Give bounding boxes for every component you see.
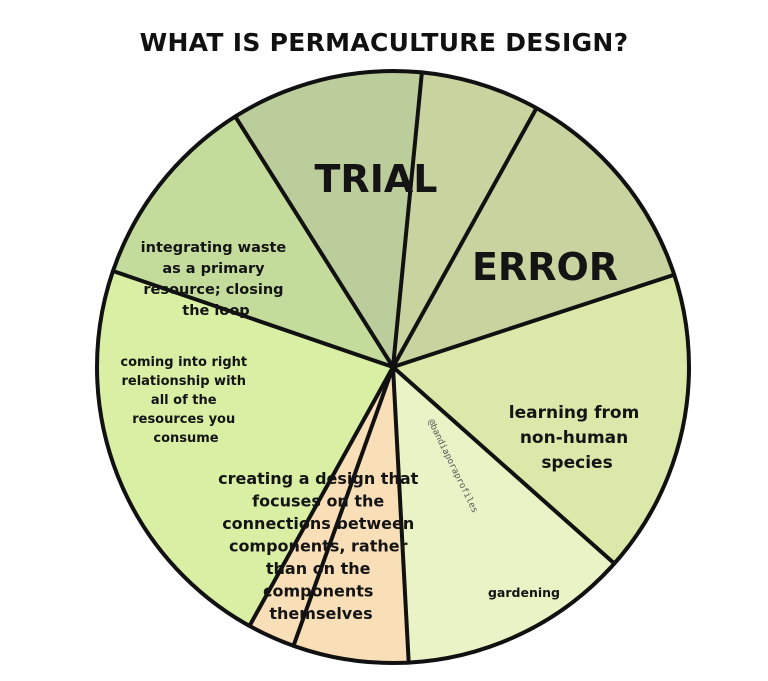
pie-slice-7 bbox=[235, 70, 422, 368]
slice-label-trial: TRIAL bbox=[315, 157, 438, 201]
slice-label-learning: learning from non-human species bbox=[509, 403, 645, 473]
pie-slice-6 bbox=[112, 116, 394, 367]
slice-label-integrating-waste: integrating waste as a primary resource;… bbox=[141, 240, 292, 319]
pie-slice-5 bbox=[96, 271, 394, 626]
slice-divider-6 bbox=[110, 269, 395, 369]
slice-divider-7 bbox=[233, 114, 395, 369]
pie-slice-8 bbox=[393, 72, 537, 367]
slice-divider-4 bbox=[291, 365, 395, 648]
slice-divider-3 bbox=[391, 365, 411, 665]
slice-divider-0 bbox=[391, 106, 539, 369]
pie-outline bbox=[95, 69, 691, 665]
slice-divider-2 bbox=[391, 365, 617, 566]
chart-title: WHAT IS PERMACULTURE DESIGN? bbox=[139, 28, 629, 57]
slice-divider-1 bbox=[391, 272, 677, 369]
slice-label-error: ERROR bbox=[472, 245, 618, 289]
pie-slice-4 bbox=[249, 367, 393, 646]
slice-label-right-relationship: coming into right relationship with all … bbox=[120, 355, 251, 446]
slice-divider-5 bbox=[247, 365, 395, 628]
slice-label-gardening: gardening bbox=[488, 585, 560, 600]
slice-label-creating-design: creating a design that focuses on the co… bbox=[218, 469, 424, 623]
pie-slice-2 bbox=[393, 367, 615, 663]
pie-slice-3 bbox=[293, 367, 409, 663]
slice-divider-8 bbox=[391, 70, 424, 369]
pie-slice-1 bbox=[393, 274, 690, 564]
pie-slice-0 bbox=[393, 108, 675, 368]
